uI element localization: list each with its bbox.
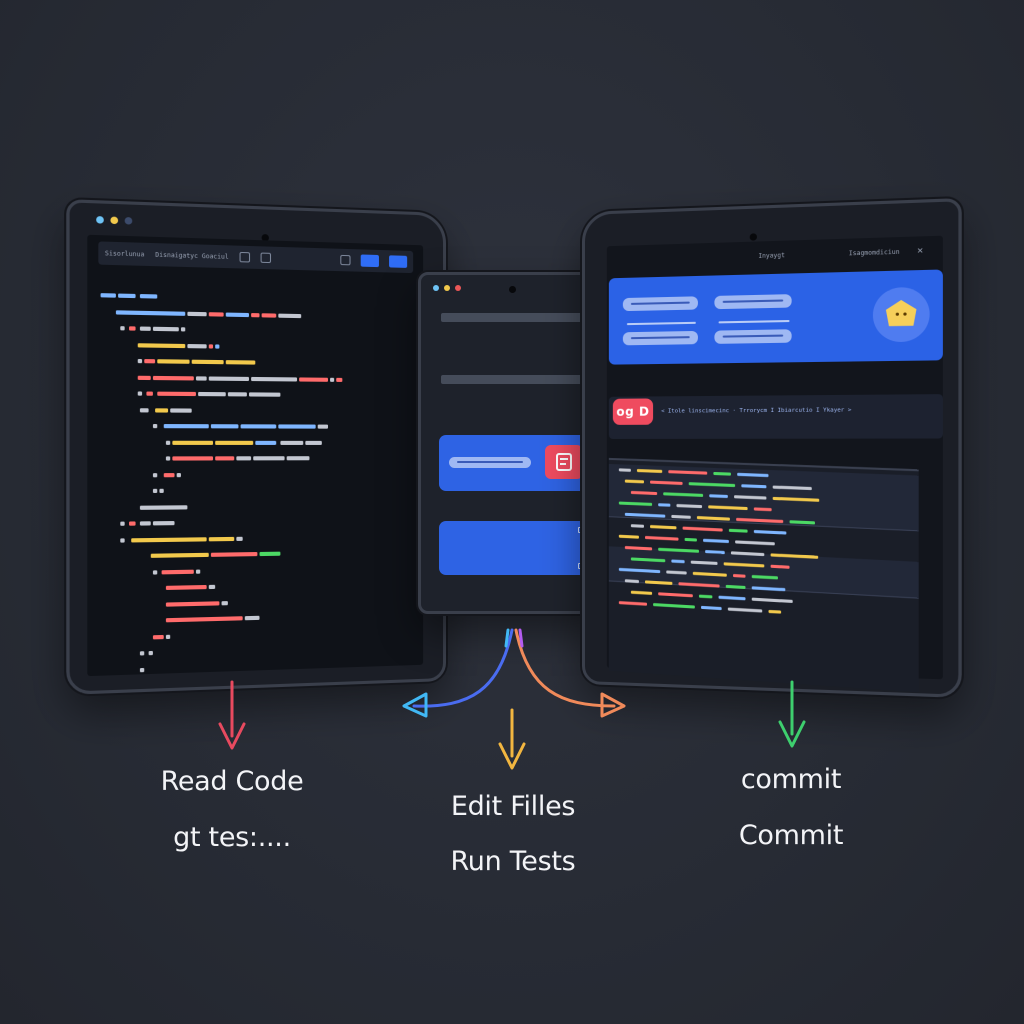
step-commit-lower-label: commit <box>741 764 841 795</box>
step-read-code-sublabel: gt tes:.... <box>173 822 291 853</box>
arrow-edit-files <box>500 710 524 768</box>
step-commit-label: Commit <box>739 820 843 851</box>
arrow-read-code <box>220 682 244 748</box>
arrow-commit <box>780 682 804 746</box>
step-run-tests-label: Run Tests <box>451 846 576 877</box>
arrow-branch-right <box>516 630 624 716</box>
step-read-code-label: Read Code <box>161 766 304 797</box>
arrow-branch-left <box>404 630 512 716</box>
step-edit-files-label: Edit Filles <box>451 791 575 822</box>
